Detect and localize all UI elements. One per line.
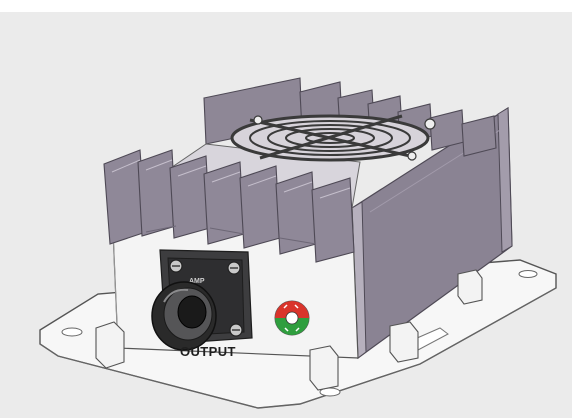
fin-highlights (111, 159, 351, 199)
connector-brand-mark: AMP (189, 278, 205, 285)
connector-socket (151, 281, 217, 351)
output-connector: AMP (151, 249, 253, 351)
output-label: OUTPUT (180, 344, 236, 359)
product-image-frame: AMP OUTPUT (0, 12, 572, 418)
mounting-slot-front-left (61, 327, 83, 337)
mounting-feet (95, 269, 483, 391)
fan-guard-icon (230, 114, 436, 162)
battery-charger-illustration: AMP OUTPUT (39, 77, 557, 409)
mounting-slot-back-right (518, 270, 538, 278)
front-cooling-fins (103, 149, 355, 263)
status-indicator-icon (274, 300, 310, 336)
